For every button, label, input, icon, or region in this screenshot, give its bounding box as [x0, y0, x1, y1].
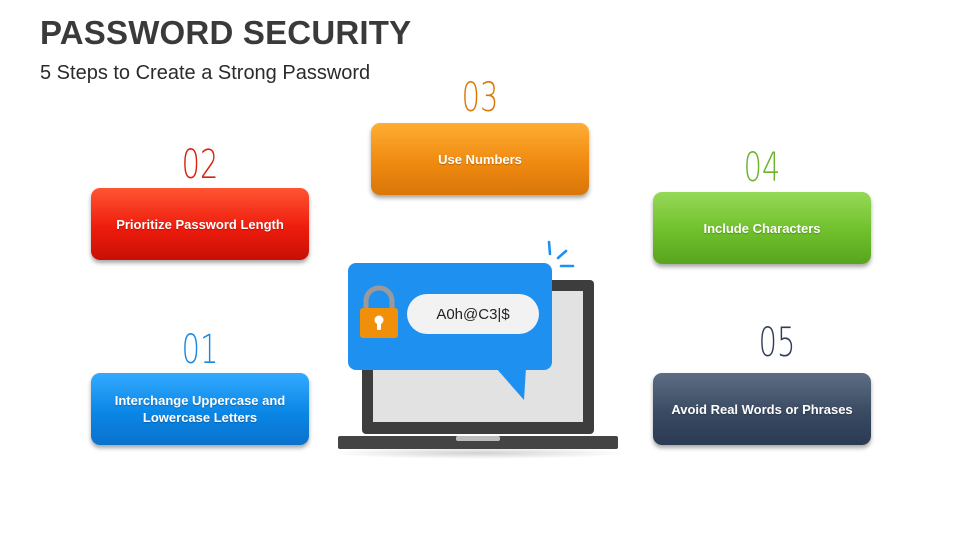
step-box-04: Include Characters: [653, 192, 871, 264]
step-box-01: Interchange Uppercase and Lowercase Lett…: [91, 373, 309, 445]
step-label-01: Interchange Uppercase and Lowercase Lett…: [114, 393, 286, 425]
step-number-01: 01: [181, 327, 219, 373]
step-box-03: Use Numbers: [371, 123, 589, 195]
step-number-02: 02: [181, 142, 219, 188]
step-box-02: Prioritize Password Length: [91, 188, 309, 260]
step-number-04: 04: [743, 145, 781, 191]
padlock-icon: [360, 285, 398, 338]
step-number-03: 03: [461, 75, 499, 121]
sparkle-icon: [547, 240, 575, 268]
step-box-05: Avoid Real Words or Phrases: [653, 373, 871, 445]
step-label-02: Prioritize Password Length: [116, 216, 284, 232]
page-subtitle: 5 Steps to Create a Strong Password: [40, 62, 371, 84]
step-number-05: 05: [758, 320, 796, 366]
password-field: A0h@C3|$: [407, 294, 539, 334]
step-label-03: Use Numbers: [438, 151, 522, 167]
step-label-04: Include Characters: [703, 220, 821, 236]
page-title: PASSWORD SECURITY: [40, 14, 412, 51]
step-label-05: Avoid Real Words or Phrases: [671, 401, 853, 417]
laptop-icon: [328, 240, 628, 459]
